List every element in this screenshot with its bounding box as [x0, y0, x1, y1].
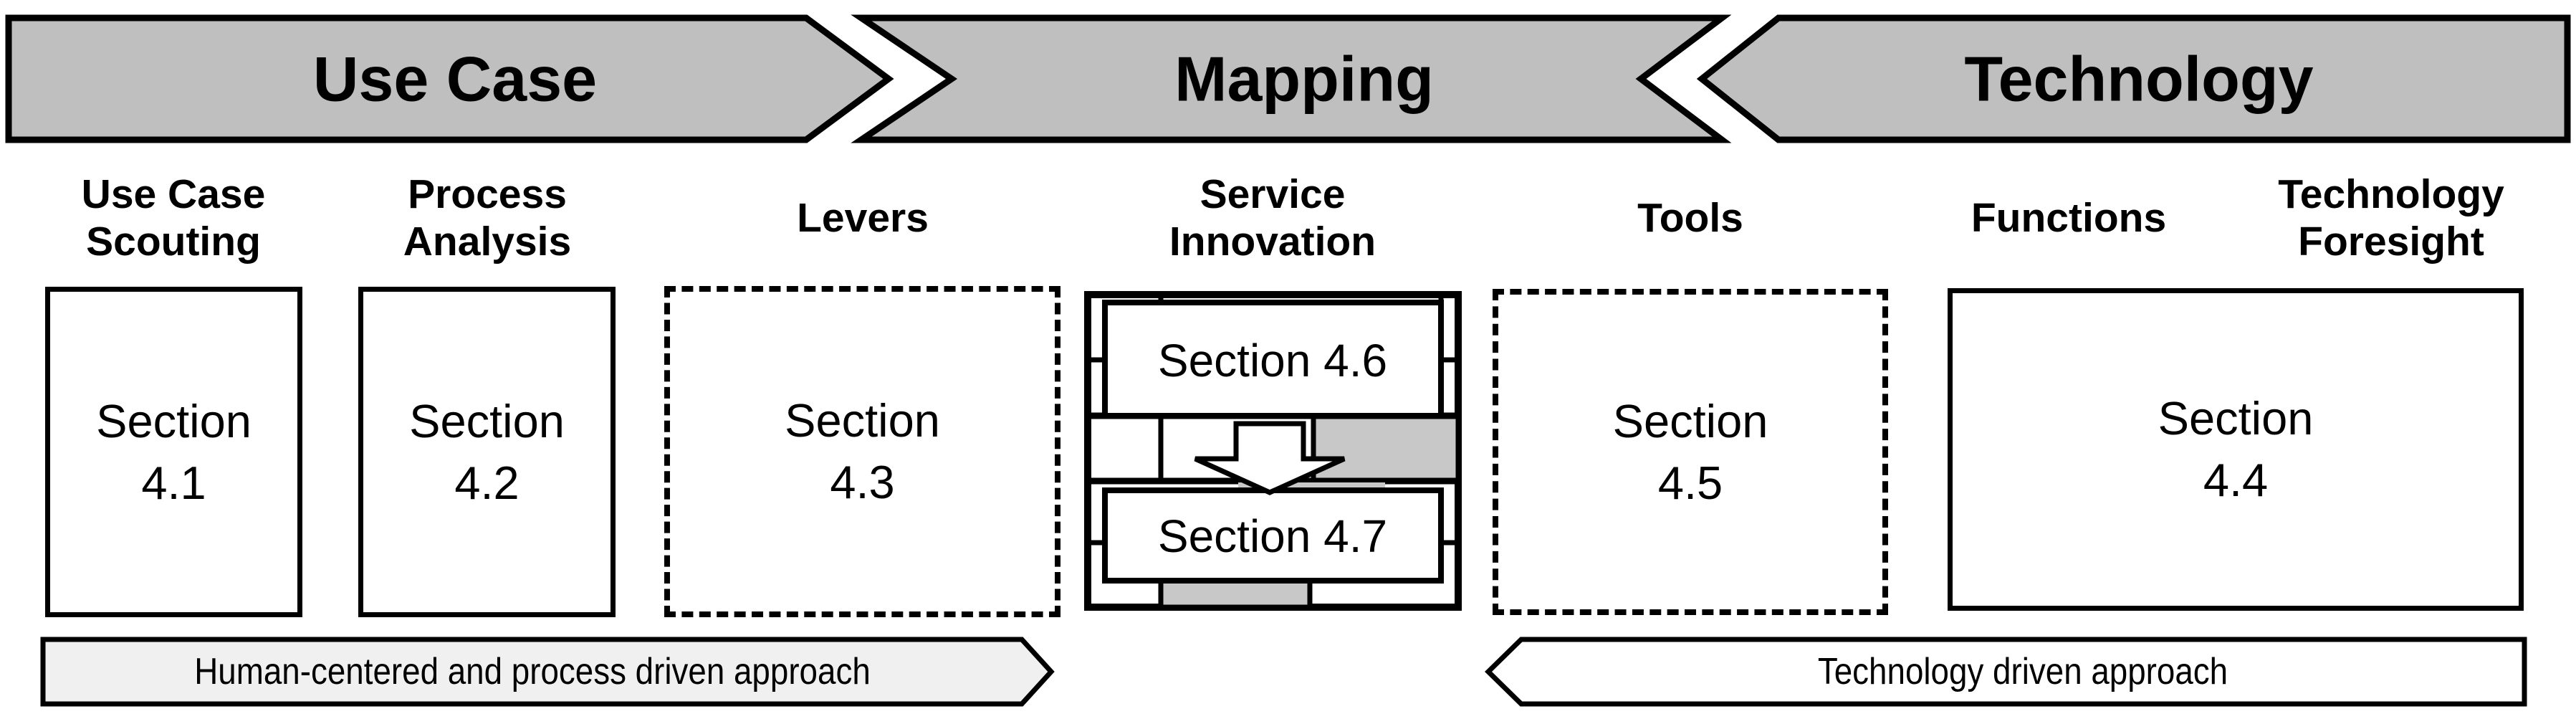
- column-label-line: Use Case: [81, 171, 266, 217]
- column-label-line: Functions: [1971, 195, 2167, 241]
- gray-brick-middle: [1311, 413, 1461, 484]
- mapping-banner-shape: [851, 14, 1732, 143]
- down-arrow-icon: [1194, 421, 1346, 495]
- section-box-4-5: Section 4.5: [1493, 289, 1888, 615]
- column-label-line: Scouting: [86, 219, 261, 265]
- section-box-4-1: Section 4.1: [45, 287, 302, 617]
- column-label-line: Levers: [797, 195, 929, 241]
- section-box-text: 4.5: [1657, 456, 1723, 509]
- gray-brick-sliver: [1238, 482, 1385, 490]
- section-box-text: 4.3: [830, 456, 895, 508]
- section-box-4-2: Section 4.2: [358, 287, 616, 617]
- section-box-text: Section: [409, 394, 565, 447]
- service-innovation-figure: Section 4.6 Section 4.7: [1084, 291, 1462, 611]
- technology-driven-banner-label: Technology driven approach: [1818, 651, 2228, 692]
- approach-banner-strip: Human-centered and process driven approa…: [40, 637, 2527, 707]
- use-case-banner-label: Use Case: [313, 44, 597, 115]
- phase-banner-strip: Use Case Mapping Technology: [5, 14, 2571, 143]
- column-label-functions: Functions: [1904, 163, 2233, 272]
- column-label-line: Technology: [2278, 171, 2504, 217]
- section-box-text: 4.4: [2203, 454, 2269, 506]
- section-box-text: 4.1: [141, 456, 206, 509]
- column-label-levers: Levers: [698, 163, 1028, 272]
- column-label-service-innovation: Service Innovation: [1108, 163, 1437, 272]
- technology-banner-label: Technology: [1964, 44, 2313, 115]
- technology-banner-shape: [1696, 14, 2571, 143]
- column-label-use-case-scouting: Use Case Scouting: [9, 163, 338, 272]
- column-label-technology-foresight: Technology Foresight: [2226, 163, 2556, 272]
- section-box-text: 4.2: [454, 456, 519, 509]
- section-4-7-label: Section 4.7: [1158, 510, 1387, 562]
- use-case-banner-shape: [5, 14, 894, 143]
- column-label-line: Analysis: [403, 219, 572, 265]
- section-box-text: Section: [2158, 392, 2314, 444]
- gray-brick-bottom: [1158, 578, 1313, 610]
- section-box-text: Section: [785, 394, 940, 447]
- column-label-line: Tools: [1637, 195, 1743, 241]
- section-4-7-box: [1102, 487, 1444, 584]
- section-4-6-label: Section 4.6: [1158, 335, 1387, 386]
- column-label-line: Service: [1200, 171, 1346, 217]
- mapping-banner-label: Mapping: [1174, 44, 1434, 115]
- section-box-4-3: Section 4.3: [664, 286, 1060, 617]
- section-4-6-box: [1102, 300, 1444, 419]
- column-label-line: Innovation: [1169, 219, 1376, 265]
- column-label-tools: Tools: [1526, 163, 1855, 272]
- column-label-line: Foresight: [2298, 219, 2484, 265]
- column-label-process-analysis: Process Analysis: [322, 163, 652, 272]
- section-box-4-4: Section 4.4: [1948, 288, 2524, 611]
- human-centered-banner-shape: [40, 637, 1055, 707]
- column-label-line: Process: [408, 171, 567, 217]
- section-box-text: Section: [1612, 394, 1768, 447]
- human-centered-banner-label: Human-centered and process driven approa…: [194, 651, 871, 692]
- technology-driven-banner-shape: [1484, 637, 2527, 707]
- section-box-text: Section: [96, 394, 252, 447]
